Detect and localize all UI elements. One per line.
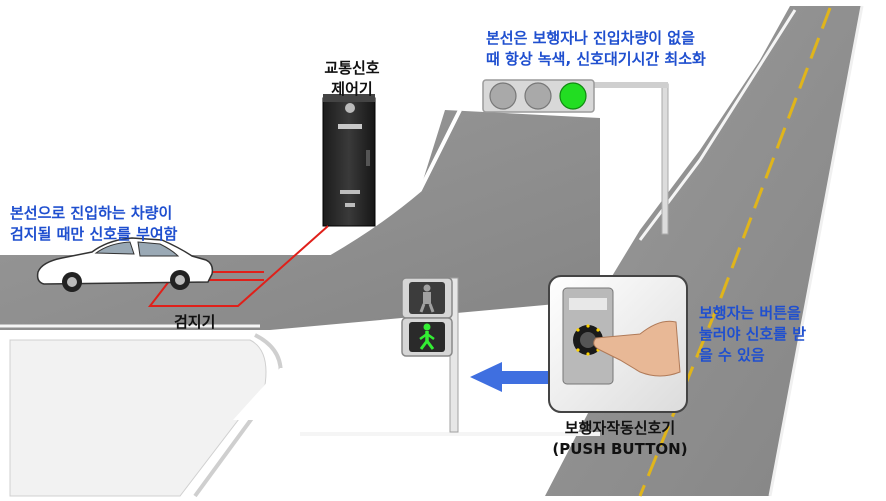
crosswalk-icon xyxy=(233,368,495,420)
mainline-note: 본선은 보행자나 진입차량이 없을 때 항상 녹색, 신호대기시간 최소화 xyxy=(486,28,706,70)
push-button-note-line1: 보행자는 버튼을 xyxy=(699,304,801,322)
vehicle-detection-note-line2: 검지될 때만 신호를 부여함 xyxy=(10,225,178,243)
road-edge-upper xyxy=(0,109,462,255)
push-button-note: 보행자는 버튼을 눌러야 신호를 받 을 수 있음 xyxy=(699,303,806,366)
controller-label-line2: 제어기 xyxy=(331,80,373,98)
push-button-note-line3: 을 수 있음 xyxy=(699,346,765,364)
push-button-label-line2: (PUSH BUTTON) xyxy=(552,440,688,458)
arrow-left-icon xyxy=(470,362,552,392)
push-button-label-line1: 보행자작동신호기 xyxy=(564,419,676,437)
mainline-note-line1: 본선은 보행자나 진입차량이 없을 xyxy=(486,29,695,47)
vehicle-signal-icon xyxy=(482,79,669,235)
mainline-note-line2: 때 항상 녹색, 신호대기시간 최소화 xyxy=(486,50,706,68)
center-line-yellow xyxy=(638,7,832,497)
push-button-label: 보행자작동신호기 (PUSH BUTTON) xyxy=(540,418,700,460)
vehicle-detection-note: 본선으로 진입하는 차량이 검지될 때만 신호를 부여함 xyxy=(10,203,177,245)
pedestrian-signal-icon xyxy=(401,277,459,433)
vehicle-detection-note-line1: 본선으로 진입하는 차량이 xyxy=(10,204,173,222)
detector-label: 검지기 xyxy=(174,313,216,331)
road-edge-right xyxy=(768,5,864,497)
traffic-signal-controller-icon xyxy=(322,94,376,227)
lane-line-white xyxy=(638,9,797,241)
controller-label: 교통신호 제어기 xyxy=(296,58,408,100)
push-button-note-line2: 눌러야 신호를 받 xyxy=(699,325,807,343)
sidewalk-corner xyxy=(9,339,267,497)
car-icon xyxy=(36,237,214,292)
hand-icon xyxy=(593,320,681,377)
controller-label-line1: 교통신호 xyxy=(324,59,380,77)
